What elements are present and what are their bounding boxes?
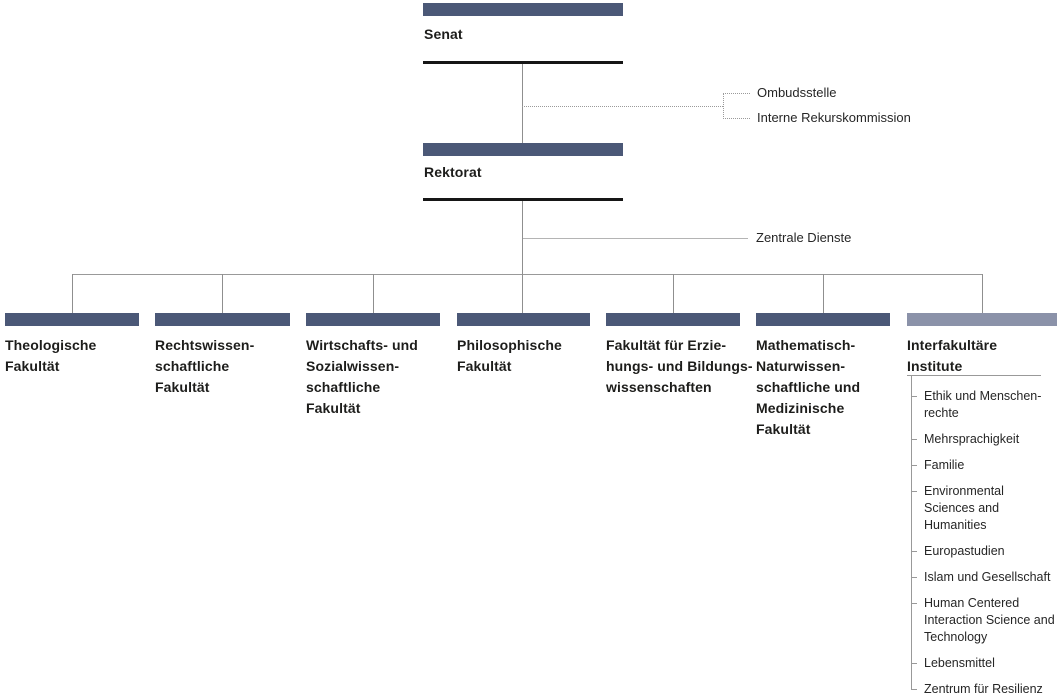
faculty-label-erziehungs-bildungs: Fakultät für Erzie- hungs- und Bildungs-… xyxy=(606,337,753,395)
connector-zentrale-dienste xyxy=(523,238,748,239)
rektorat-bar xyxy=(423,143,623,156)
institute-label: Europastudien xyxy=(924,544,1005,558)
interfaculty-label: Interfakultäre Institute xyxy=(907,337,998,374)
rekurskommission-label: Interne Rekurskommission xyxy=(757,110,911,125)
rektorat-label: Rektorat xyxy=(424,164,482,180)
senat-bar xyxy=(423,3,623,16)
institute-label: Zentrum für Resilienz xyxy=(924,682,1043,696)
faculty-bar-rechtswissenschaftliche xyxy=(155,313,290,326)
faculty-bar-wirtschafts-sozial xyxy=(306,313,440,326)
interfaculty-institute-list: Ethik und Menschen- rechte Mehrsprachigk… xyxy=(911,375,1063,698)
tick-icon xyxy=(911,439,917,440)
tick-icon xyxy=(911,603,917,604)
zentrale-dienste-label: Zentrale Dienste xyxy=(756,230,852,245)
institute-item-islam: Islam und Gesellschaft xyxy=(911,569,1063,586)
interfaculty-bar xyxy=(907,313,1057,326)
faculty-label-math-natur-medizin: Mathematisch- Naturwissen- schaftliche u… xyxy=(756,337,861,437)
connector-senat-rektorat xyxy=(522,64,523,143)
faculty-bar-philosophische xyxy=(457,313,590,326)
institute-label: Environmental Sciences and Humanities xyxy=(924,484,1004,532)
tick-icon xyxy=(911,396,917,397)
connector-drop-5 xyxy=(673,274,674,313)
institute-item-lebensmittel: Lebensmittel xyxy=(911,655,1063,672)
institute-label: Mehrsprachigkeit xyxy=(924,432,1020,446)
institute-item-environmental: Environmental Sciences and Humanities xyxy=(911,483,1063,534)
institute-item-europastudien: Europastudien xyxy=(911,543,1063,560)
interfaculty-header-line xyxy=(907,375,1041,376)
tick-icon xyxy=(911,551,917,552)
connector-drop-1 xyxy=(72,274,73,313)
faculty-label-philosophische: Philosophische Fakultät xyxy=(457,337,562,374)
institute-label: Ethik und Menschen- rechte xyxy=(924,389,1042,420)
institute-item-familie: Familie xyxy=(911,457,1063,474)
institute-item-resilienz: Zentrum für Resilienz xyxy=(911,681,1063,698)
faculty-label-theologische: Theologische Fakultät xyxy=(5,337,97,374)
connector-drop-2 xyxy=(222,274,223,313)
faculty-bar-theologische xyxy=(5,313,139,326)
institute-item-hcist: Human Centered Interaction Science and T… xyxy=(911,595,1063,646)
connector-drop-4 xyxy=(522,274,523,313)
senat-baseline xyxy=(423,61,623,64)
faculty-bar-erziehungs-bildungs xyxy=(606,313,740,326)
tick-icon xyxy=(911,577,917,578)
connector-drop-3 xyxy=(373,274,374,313)
tick-icon xyxy=(911,663,917,664)
connector-dotted-main xyxy=(522,106,723,107)
faculty-bar-math-natur-medizin xyxy=(756,313,890,326)
connector-dotted-ombudsstelle xyxy=(723,93,750,94)
senat-label: Senat xyxy=(424,26,463,42)
institute-label: Familie xyxy=(924,458,965,472)
connector-dotted-vertical xyxy=(723,93,724,119)
tick-icon xyxy=(911,689,917,690)
institute-item-mehrsprachigkeit: Mehrsprachigkeit xyxy=(911,431,1063,448)
institute-label: Lebensmittel xyxy=(924,656,995,670)
interfaculty-list-line xyxy=(911,375,912,689)
ombudsstelle-label: Ombudsstelle xyxy=(757,85,837,100)
tick-icon xyxy=(911,491,917,492)
connector-dotted-rekurskommission xyxy=(723,118,750,119)
institute-label: Human Centered Interaction Science and T… xyxy=(924,596,1055,644)
connector-drop-7 xyxy=(982,274,983,313)
connector-distributor xyxy=(72,274,982,275)
connector-rektorat-trunk xyxy=(522,201,523,274)
connector-drop-6 xyxy=(823,274,824,313)
rektorat-baseline xyxy=(423,198,623,201)
faculty-label-rechtswissenschaftliche: Rechtswissen- schaftliche Fakultät xyxy=(155,337,255,395)
faculty-label-wirtschafts-sozial: Wirtschafts- und Sozialwissen- schaftlic… xyxy=(306,337,418,416)
institute-label: Islam und Gesellschaft xyxy=(924,570,1051,584)
tick-icon xyxy=(911,465,917,466)
institute-item-ethik: Ethik und Menschen- rechte xyxy=(911,388,1063,422)
